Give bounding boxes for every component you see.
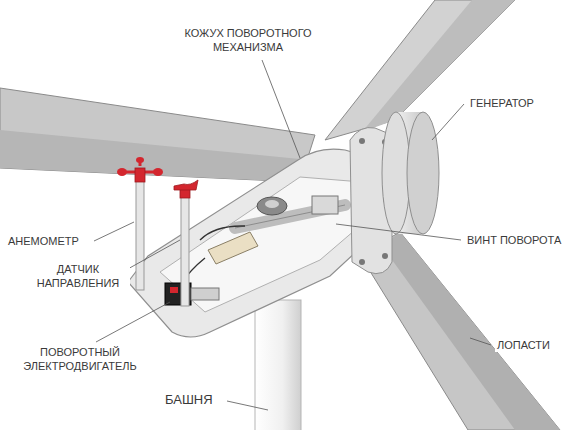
bolt — [382, 253, 388, 259]
leader-line — [470, 338, 491, 345]
tower — [255, 300, 301, 430]
anemometer-cup — [117, 168, 127, 176]
bolt — [359, 138, 365, 144]
blade-facet — [362, 0, 515, 132]
leader-line — [262, 60, 300, 158]
anemometer-cup — [136, 157, 144, 163]
part-label: ДАТЧИК НАПРАВЛЕНИЯ — [26, 262, 130, 291]
leader-line — [126, 240, 180, 270]
motor-gearbox — [191, 288, 219, 300]
leader-line — [432, 104, 464, 140]
nacelle-housing — [128, 149, 384, 337]
bolt — [359, 259, 365, 265]
gear-hub — [265, 200, 279, 208]
bearing-block — [312, 196, 338, 214]
part-label: АНЕМОМЕТР — [6, 234, 81, 248]
part-label: ПОВОРОТНЫЙ ЭЛЕКТРОДВИГАТЕЛЬ — [8, 345, 152, 374]
vane-mast — [181, 196, 189, 306]
leader-line — [94, 222, 134, 241]
part-label: БАШНЯ — [163, 392, 215, 409]
part-label: ГЕНЕРАТОР — [468, 96, 536, 110]
generator-rim — [382, 112, 410, 234]
anemometer-cup — [153, 168, 163, 176]
nacelle-cutaway — [160, 177, 362, 312]
leader-line — [96, 302, 170, 342]
blade — [0, 88, 315, 182]
terminal-block — [208, 232, 258, 264]
wire — [180, 226, 245, 285]
blade-facet — [382, 232, 560, 430]
blade-facet — [0, 130, 310, 182]
leader-line — [227, 401, 268, 410]
leader-line — [336, 224, 461, 240]
vane-flag — [174, 180, 198, 190]
anemometer-mast — [136, 180, 144, 290]
yaw-motor-detail — [170, 287, 178, 293]
generator-face — [407, 112, 439, 234]
part-label: КОЖУХ ПОВОРОТНОГО МЕХАНИЗМА — [178, 26, 318, 55]
anemometer-head — [135, 168, 145, 182]
gear-disc — [257, 197, 287, 215]
part-label: ВИНТ ПОВОРОТА — [465, 233, 563, 247]
part-label: ЛОПАСТИ — [495, 338, 552, 352]
